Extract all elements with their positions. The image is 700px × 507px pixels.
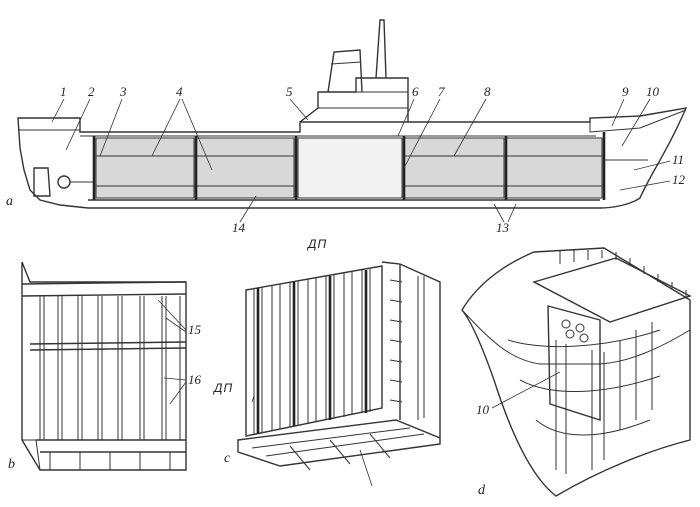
panel-label-a: a [6, 194, 13, 209]
panel-d-top-deck [532, 257, 692, 323]
panel-d-frames [507, 329, 661, 436]
panel-a-labels: 1 2 3 4 5 6 7 8 9 10 11 12 13 14 a ДП [6, 84, 686, 251]
corrugated-bulkhead-panel-c: ДП c [212, 261, 441, 487]
label-3: 3 [119, 84, 127, 99]
panel-c-wall-outline [245, 265, 383, 437]
mast [375, 19, 387, 79]
bow-section-panel-d: 10 d [461, 247, 692, 498]
label-5: 5 [286, 84, 293, 99]
panel-b-top-deck [21, 281, 187, 297]
panel-c-corrugations [253, 269, 371, 434]
panel-label-d: d [478, 483, 486, 498]
panel-c-webs [256, 270, 368, 434]
rudder [33, 167, 51, 197]
label-6: 6 [412, 84, 419, 99]
panel-b-stiffeners [39, 296, 181, 440]
panel-c-side-frames [389, 276, 425, 420]
ship-profile-panel-a [17, 19, 688, 209]
superstructure [299, 77, 409, 123]
label-14: 14 [232, 220, 246, 235]
panel-d-chain-locker [547, 305, 601, 421]
panel-b-floors [49, 452, 171, 470]
panel-b-mid-deck [29, 341, 187, 351]
panel-c-bottom [237, 419, 441, 467]
hold-4 [505, 137, 603, 199]
label-2: 2 [88, 84, 95, 99]
hold-2 [195, 137, 295, 199]
hold-3 [403, 137, 505, 199]
funnel [327, 49, 363, 93]
label-1: 1 [60, 84, 67, 99]
label-4: 4 [176, 84, 183, 99]
funnel-band [330, 61, 362, 65]
centerline-label-c: ДП [212, 381, 233, 395]
label-8: 8 [484, 84, 491, 99]
label-13: 13 [496, 220, 510, 235]
panel-c-side-shell [381, 261, 441, 438]
label-12: 12 [672, 172, 686, 187]
panel-d-stem [461, 309, 691, 365]
superstructure-decks [318, 91, 408, 109]
panel-label-c: c [224, 451, 231, 466]
panel-b-bilge [22, 439, 41, 471]
forecastle [589, 109, 687, 133]
label-11: 11 [672, 152, 684, 167]
panel-b-tank-top [36, 439, 186, 453]
label-10: 10 [646, 84, 660, 99]
panel-d-bow-outline [461, 247, 691, 497]
panel-label-b: b [8, 457, 15, 472]
engine-room [297, 137, 403, 199]
hold-interior-panel-b: 15 16 b [8, 261, 202, 472]
panel-b-frame [21, 261, 187, 471]
panel-d-vertical-members [555, 322, 653, 474]
label-10-d: 10 [476, 402, 490, 417]
propeller [57, 175, 71, 189]
label-16: 16 [188, 372, 202, 387]
label-7: 7 [438, 84, 445, 99]
panel-c-centerline [251, 395, 373, 487]
panel-d-hawse-pipes [561, 319, 589, 343]
panel-d-railings [559, 250, 687, 298]
label-15: 15 [188, 322, 202, 337]
hold-1 [95, 137, 195, 199]
centerline-label-top: ДП [306, 237, 327, 251]
label-9: 9 [622, 84, 629, 99]
panel-c-floor-lines [251, 427, 425, 471]
